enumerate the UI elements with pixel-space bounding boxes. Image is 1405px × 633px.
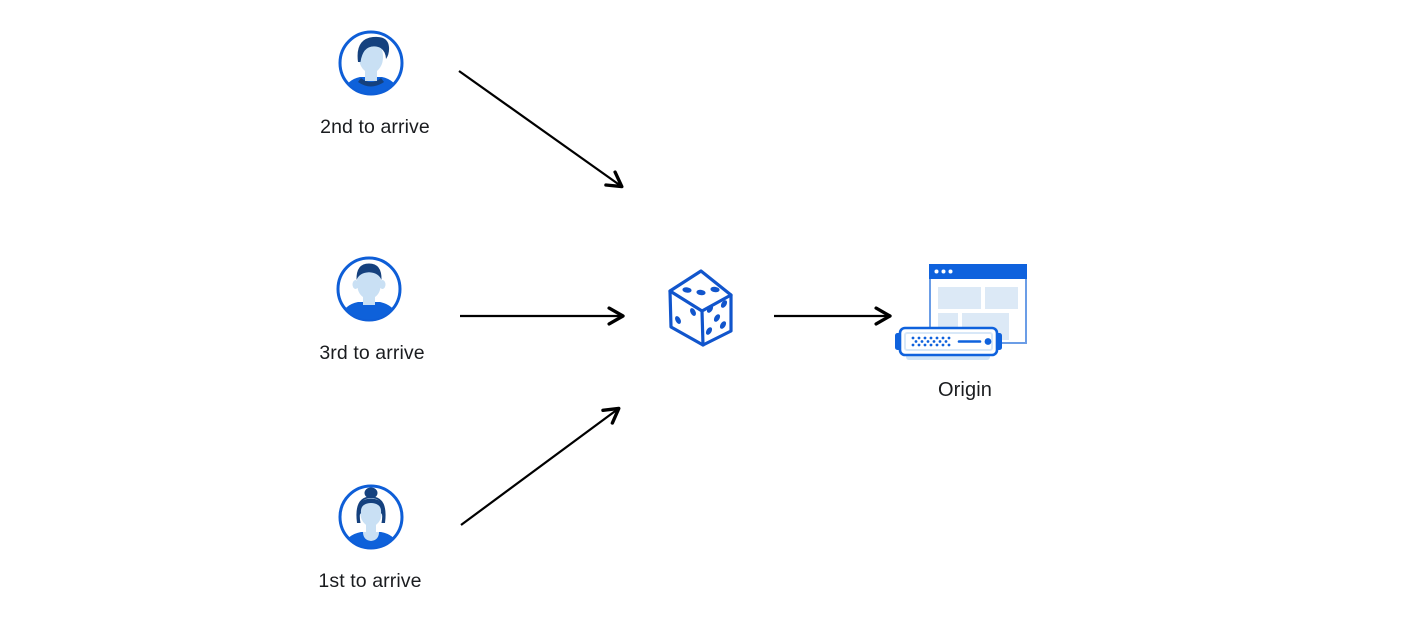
user-2nd-label: 2nd to arrive	[320, 116, 430, 138]
arrow-user-2nd-to-dice	[458, 70, 624, 189]
arrow-user-1st-to-dice	[460, 406, 621, 526]
user-avatar-male-short-hair-icon	[336, 256, 402, 322]
server-vent-dots	[911, 336, 951, 347]
dice-icon	[668, 269, 733, 347]
user-avatar-female-bun-icon	[338, 484, 404, 550]
user-avatar-male-swept-hair-icon	[338, 30, 404, 96]
user-3rd-label: 3rd to arrive	[319, 342, 425, 364]
origin-server-browser-icon	[895, 264, 1027, 360]
origin-label: Origin	[938, 379, 992, 401]
user-1st-label: 1st to arrive	[318, 570, 422, 592]
server-icon	[895, 326, 1002, 360]
